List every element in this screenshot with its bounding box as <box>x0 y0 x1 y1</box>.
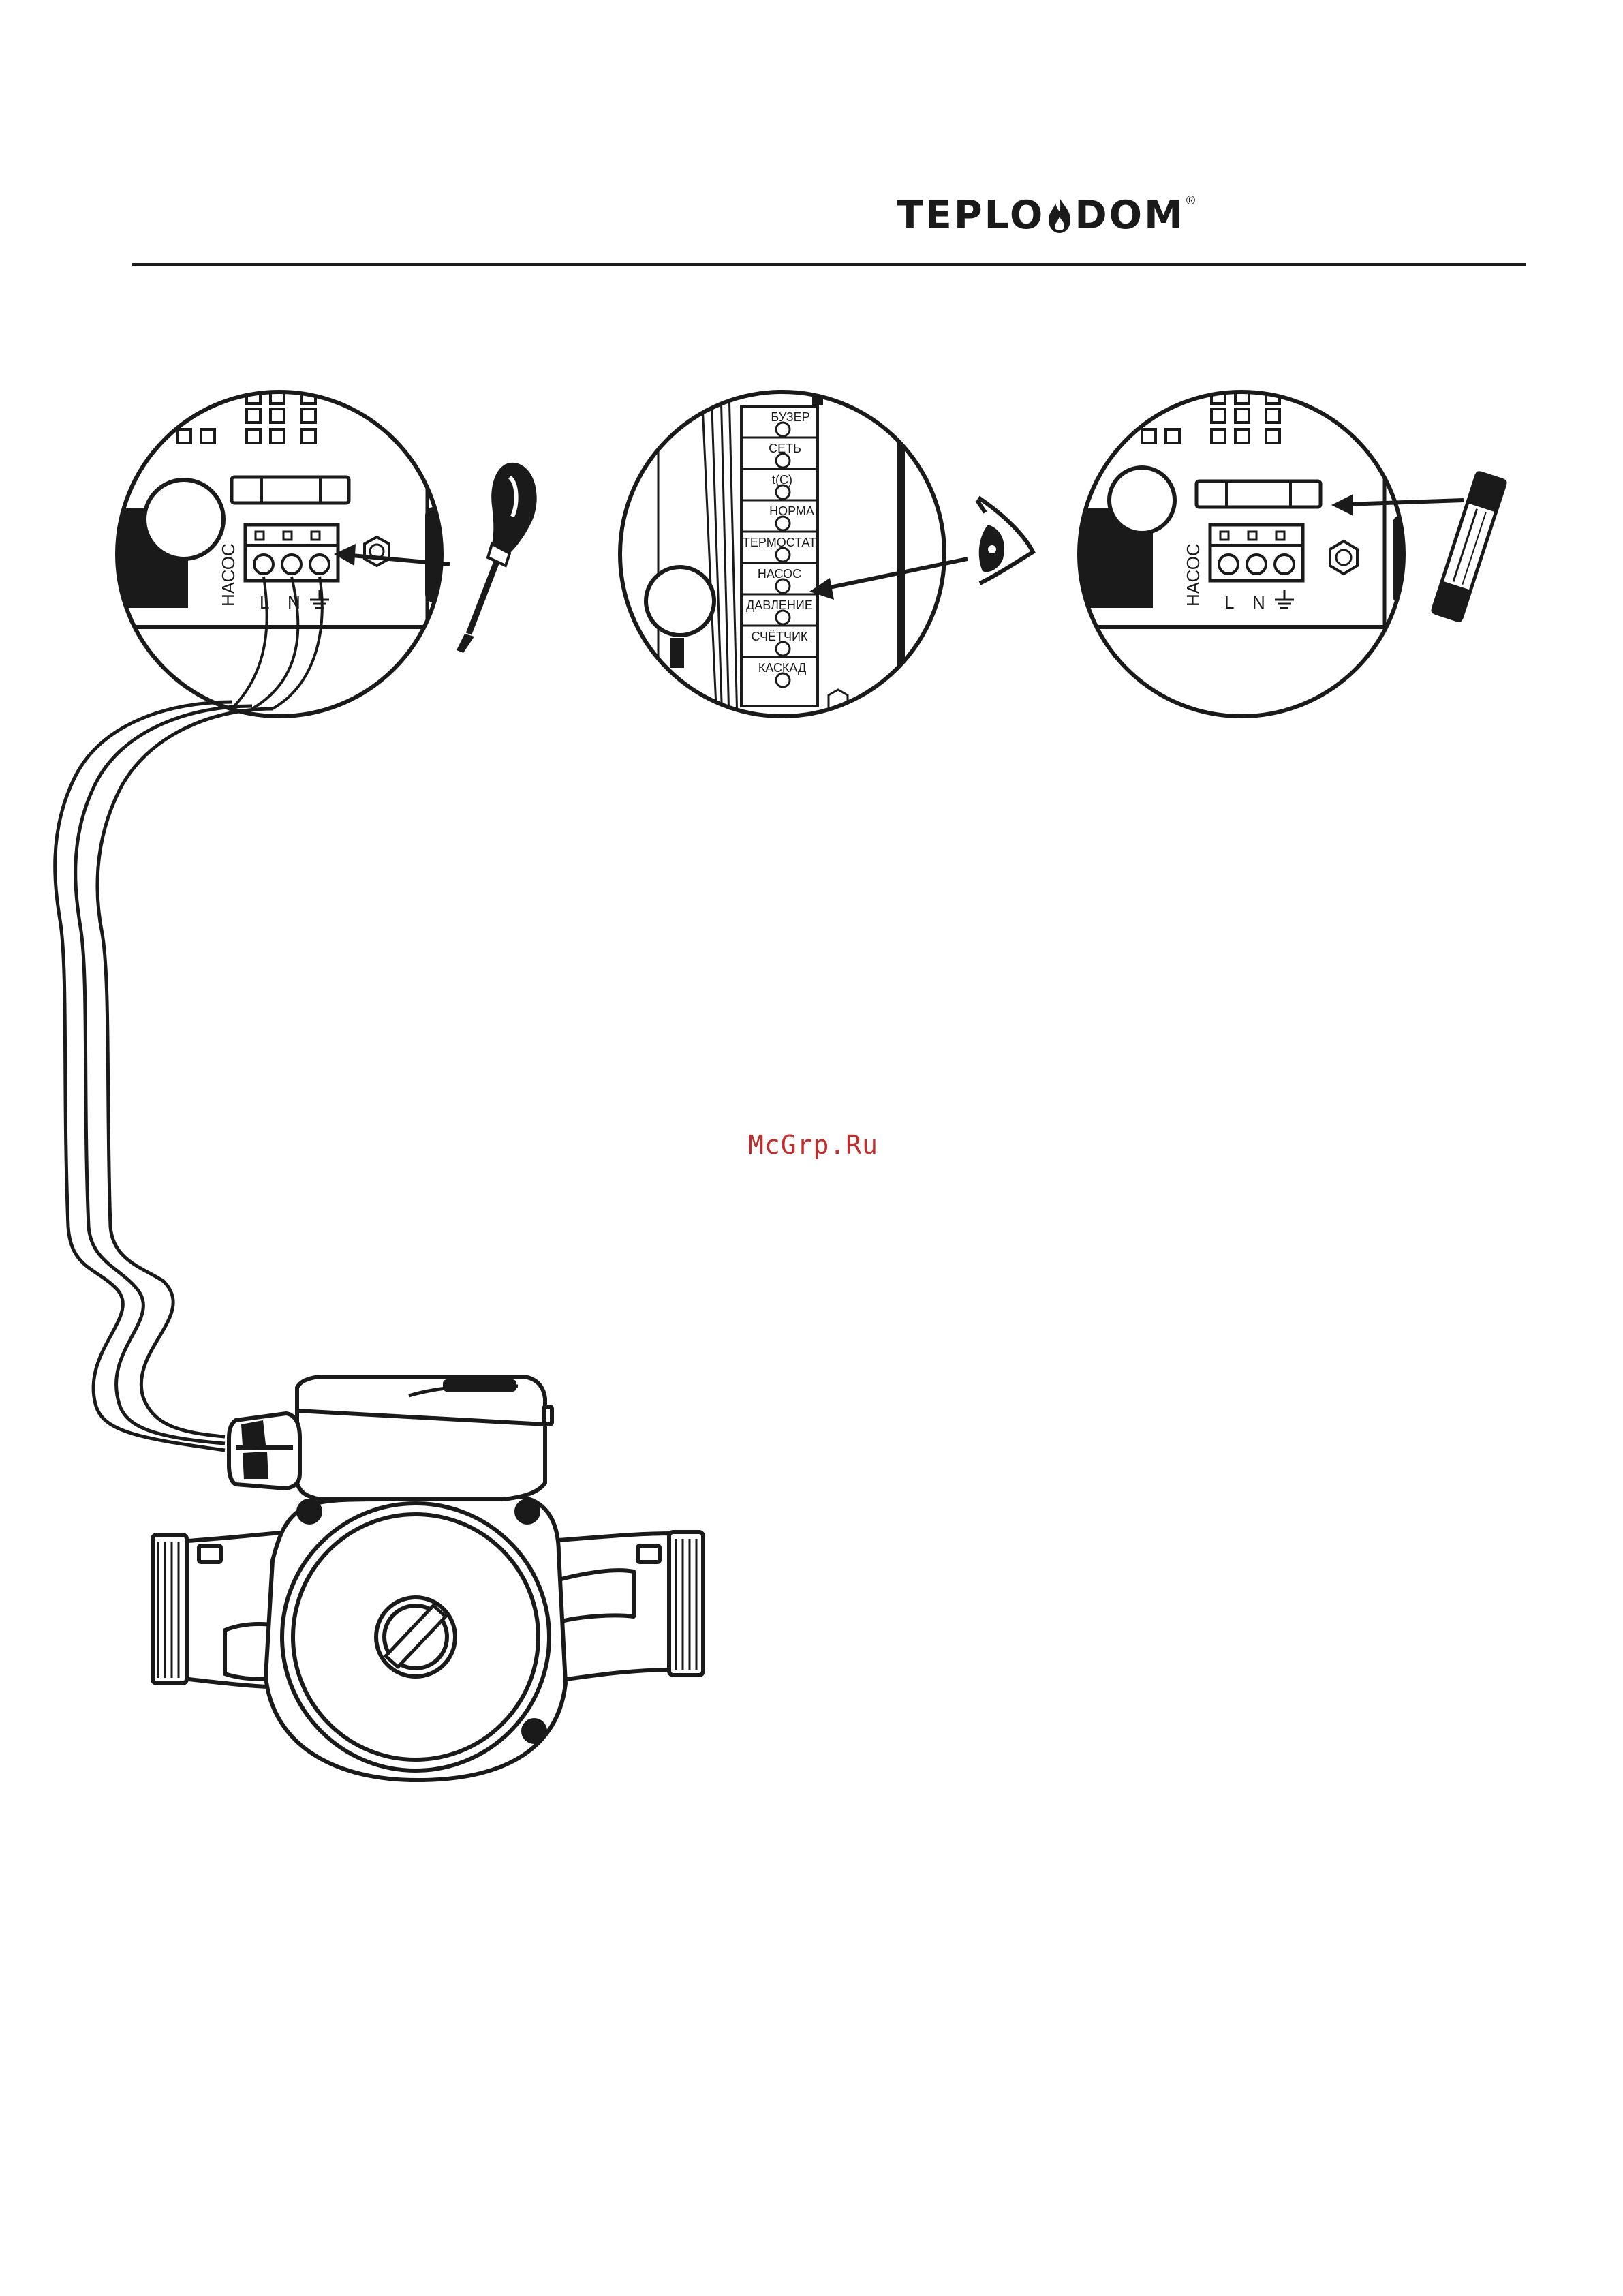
ground-symbol-icon <box>310 590 329 608</box>
indicator-label-7: ДАВЛЕНИЕ <box>746 598 813 612</box>
pump-power-cable <box>55 702 273 1450</box>
panel-middle-indicators: БУЗЕР СЕТЬ t(C) НОРМА ТЕРМОСТАТ НАСОС ДА… <box>620 388 1033 722</box>
ground-symbol-icon <box>1275 590 1294 608</box>
fuse-icon <box>1430 470 1508 623</box>
indicator-label-5: ТЕРМОСТАТ <box>743 536 816 549</box>
indicator-label-3: t(C) <box>772 473 792 487</box>
watermark-text: McGrp.Ru <box>748 1130 878 1160</box>
panel-left-terminal-unplug: НАСОС L N <box>102 382 537 716</box>
indicator-label-8: СЧЁТЧИК <box>752 630 808 643</box>
circulation-pump-icon <box>153 1377 703 1780</box>
panel-left-terminal-l: L <box>260 592 269 613</box>
indicator-label-6: НАСОС <box>758 567 801 581</box>
panel-right-terminal-l: L <box>1224 592 1234 613</box>
panel-right-terminal-label: НАСОС <box>1183 543 1203 607</box>
screwdriver-icon <box>457 463 537 653</box>
panel-left-terminal-label: НАСОС <box>218 543 238 607</box>
eye-icon <box>977 498 1033 583</box>
panel-right-terminal-n: N <box>1252 592 1265 613</box>
indicator-label-4: НОРМА <box>769 504 814 518</box>
indicator-label-2: СЕТЬ <box>769 442 801 455</box>
indicator-label-9: КАСКАД <box>758 661 806 675</box>
panel-right-fuse-replace: НАСОС L N <box>1063 382 1508 716</box>
panel-left-terminal-n: N <box>288 592 300 613</box>
indicator-label-1: БУЗЕР <box>771 410 809 424</box>
